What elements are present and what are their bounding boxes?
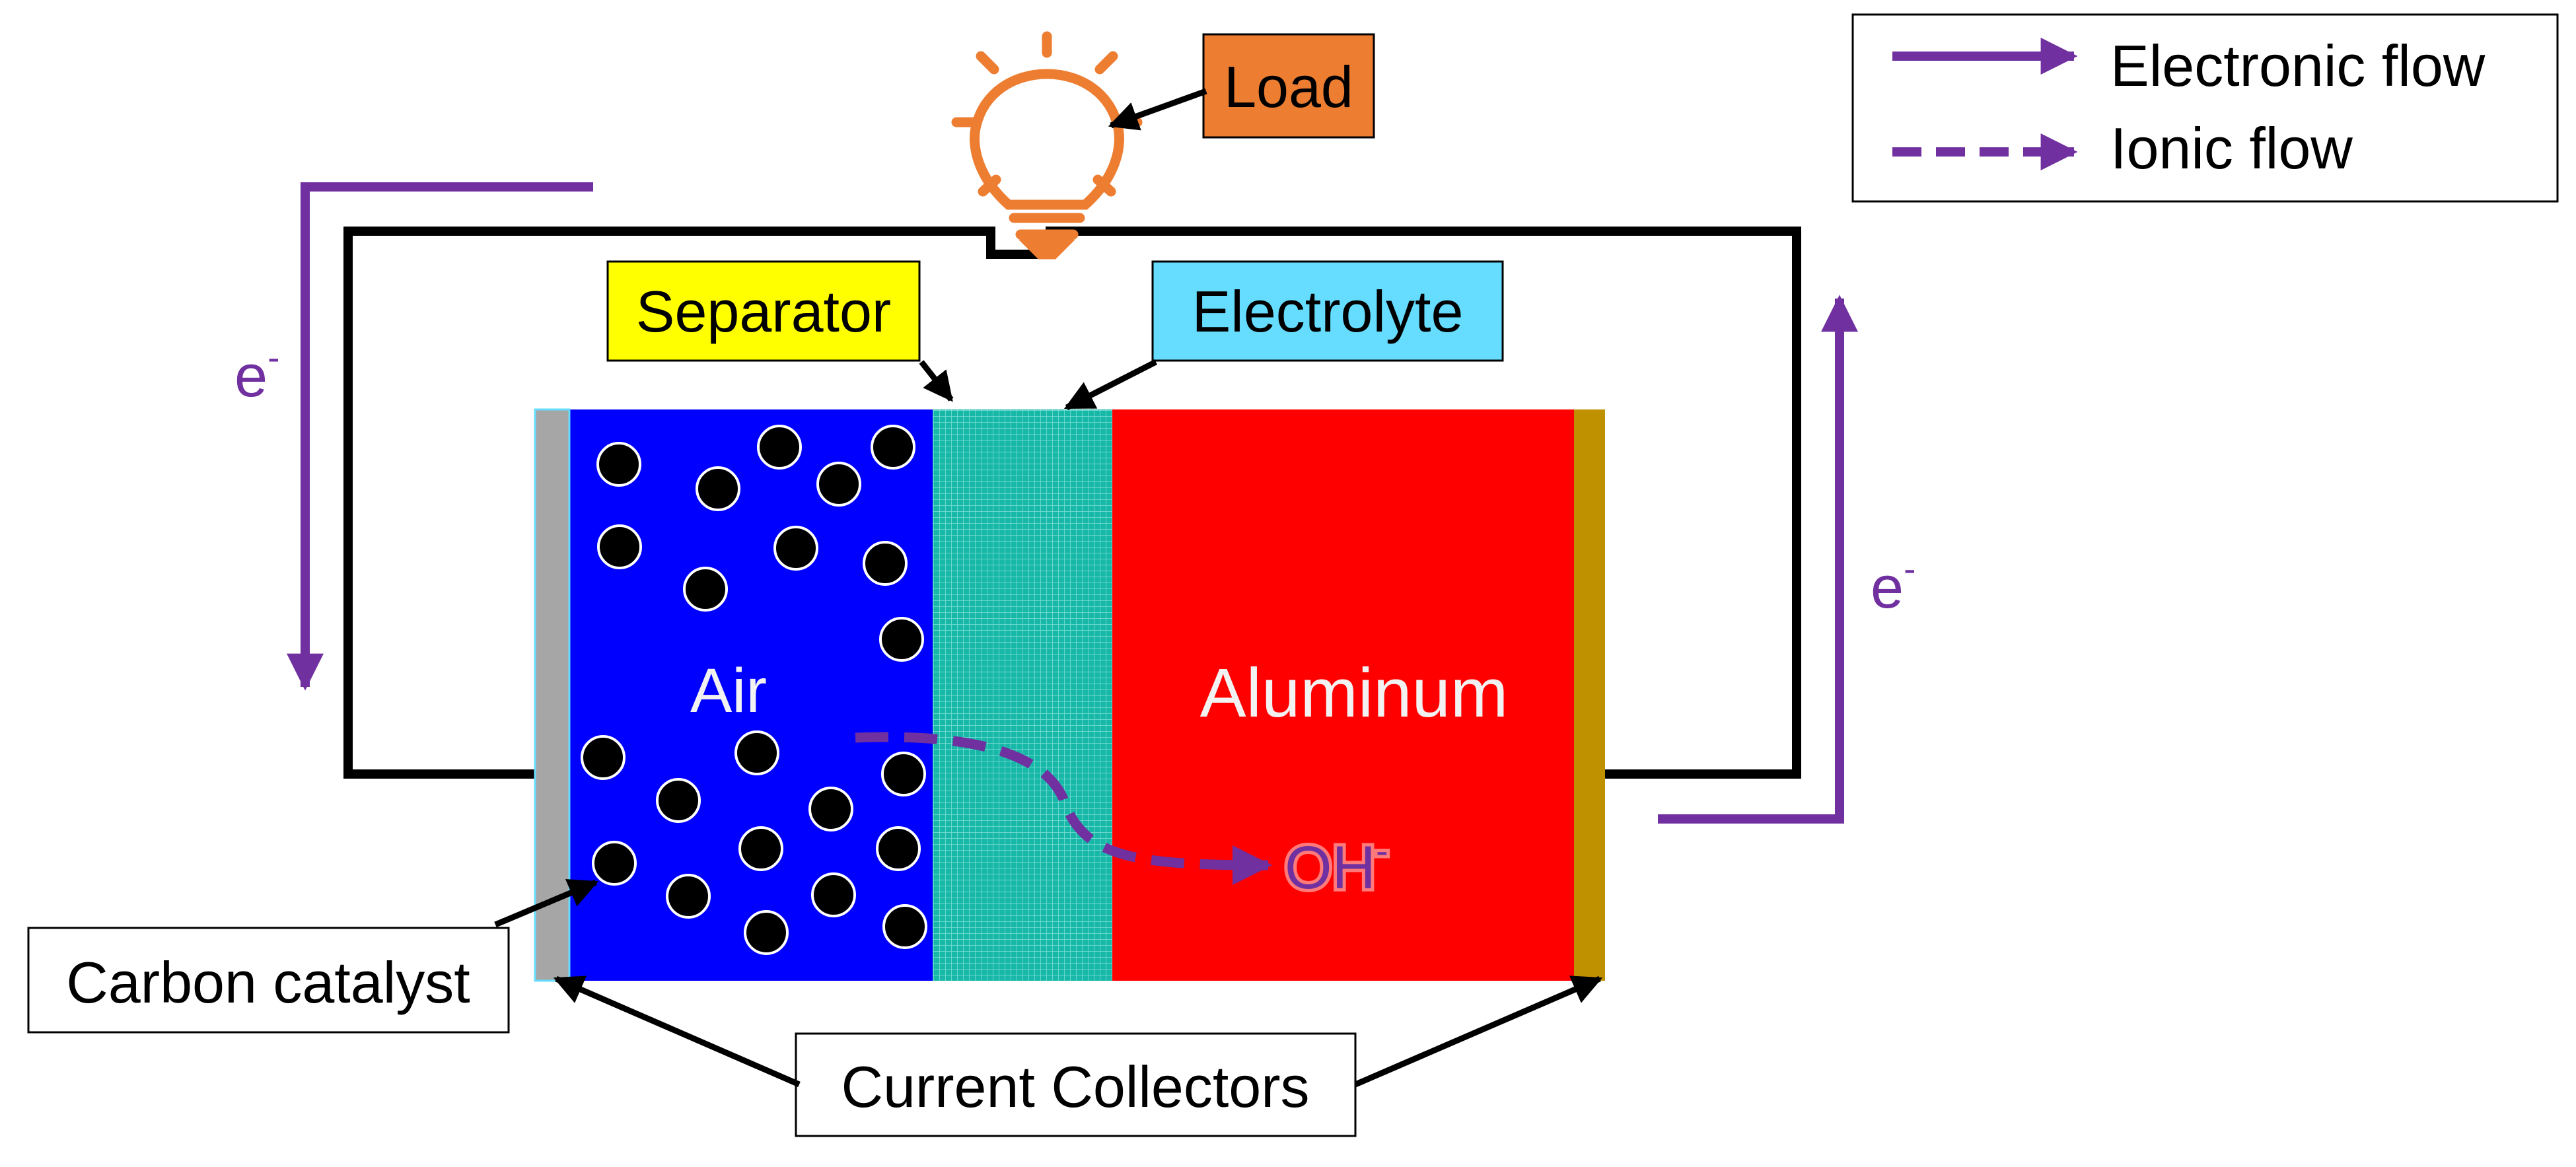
carbon-particles: [581, 425, 927, 955]
electron-label-left: e-: [234, 337, 279, 409]
legend-ionic-label: Ionic flow: [2110, 116, 2353, 181]
circuit-wire: [343, 227, 1801, 779]
aluminum-label: Aluminum: [1200, 654, 1509, 732]
electrolyte-pointer: [1063, 359, 1158, 411]
air-electrode: [568, 409, 935, 981]
electrolyte-label-box: [1151, 260, 1504, 362]
hydroxide-ion-label: OH-: [1285, 830, 1388, 902]
current-collectors-label: Current Collectors: [841, 1054, 1309, 1119]
collector-pointer-left: [553, 975, 801, 1088]
air-label: Air: [690, 656, 767, 726]
legend: Electronic flow Ionic flow: [1851, 13, 2559, 203]
separator-membrane: [933, 409, 1112, 981]
load-label-box: [1202, 33, 1375, 139]
carbon-catalyst-label: Carbon catalyst: [66, 950, 470, 1015]
separator-label: Separator: [636, 279, 891, 344]
aluminum-anode: [1112, 409, 1575, 981]
electron-flow-arrow-right: [1658, 295, 1858, 824]
load-pointer: [1108, 88, 1207, 131]
collector-pointer-right: [1354, 975, 1603, 1088]
lightbulb-icon: [951, 31, 1143, 260]
legend-box: [1851, 13, 2559, 203]
carbon-catalyst-pointer: [494, 878, 599, 928]
legend-electronic-label: Electronic flow: [2110, 33, 2486, 98]
electron-label-right: e-: [1871, 548, 1915, 621]
carbon-catalyst-label-box: [27, 927, 510, 1034]
separator-label-box: [606, 260, 921, 362]
left-current-collector: [534, 408, 571, 982]
electrolyte-label: Electrolyte: [1192, 279, 1464, 344]
right-current-collector: [1574, 409, 1605, 981]
current-collectors-label-box: [795, 1032, 1357, 1137]
separator-pointer: [919, 360, 954, 402]
electron-flow-arrow-left: [287, 182, 593, 691]
load-label: Load: [1224, 54, 1353, 120]
ionic-flow-arrow: [855, 732, 1272, 885]
